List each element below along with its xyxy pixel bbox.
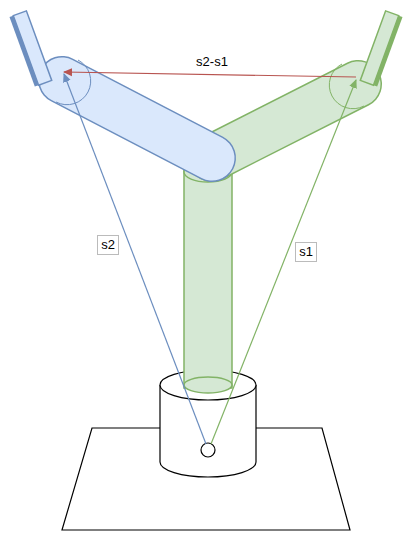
vector-label: s1	[295, 242, 317, 262]
vector-label: s2	[97, 235, 119, 255]
vector-difference-label: s2-s1	[193, 54, 231, 70]
